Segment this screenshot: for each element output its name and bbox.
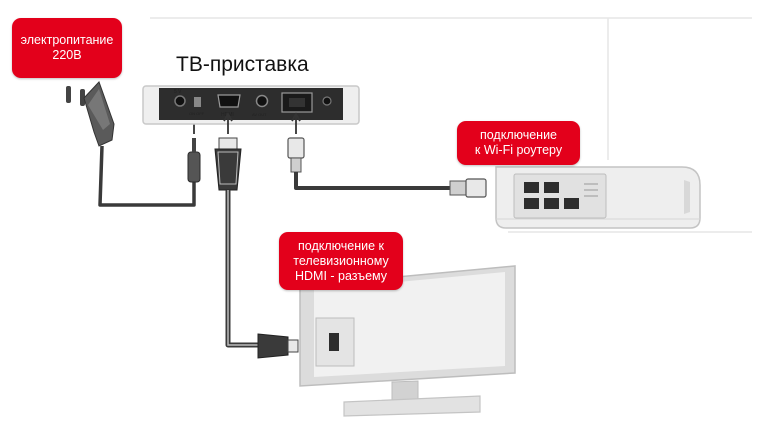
router-port-icon (544, 198, 559, 209)
port-label-av-out: AV OUT (252, 112, 267, 117)
port-label-onoff: ON OFF (189, 111, 205, 116)
port-label-power: 5 V (174, 89, 182, 95)
hdmi-arrow (223, 112, 233, 134)
ethernet-arrow (291, 112, 301, 134)
callout-hdmi-line-1: подключение к (298, 238, 384, 253)
ethernet-plug-top (287, 137, 305, 173)
av-out-port-icon (255, 94, 269, 108)
tv (299, 265, 516, 417)
hdmi-cable (225, 190, 262, 348)
power-port-icon (174, 95, 186, 107)
background-lines (150, 17, 752, 233)
callout-power-line-1: электропитание (20, 33, 114, 47)
callout-wifi-line-1: подключение (479, 128, 558, 142)
power-cable (98, 145, 196, 207)
callout-hdmi-line-3: HDMI - разъему (294, 268, 388, 283)
hdmi-plug-bottom (257, 333, 299, 359)
reset-icon (322, 96, 332, 106)
hdmi-port-icon (217, 94, 241, 108)
set-top-box: 5 V ON OFF HDMI AV OUT (142, 85, 360, 125)
callout-power: электропитание 220В (12, 18, 122, 78)
router-port-icon (524, 198, 539, 209)
power-adapter (66, 81, 115, 147)
power-plug (187, 138, 201, 183)
ethernet-plug-router (449, 178, 487, 198)
ethernet-cable (294, 172, 452, 190)
router-port-icon (564, 198, 579, 209)
tv-hdmi-port-icon (329, 333, 339, 351)
device-title: ТВ-приставка (176, 53, 309, 76)
router (495, 166, 701, 229)
callout-wifi-router: подключение к Wi-Fi роутеру (457, 121, 580, 165)
hdmi-plug-top (214, 137, 242, 191)
callout-power-line-2: 220В (52, 48, 82, 62)
callout-wifi-line-2: к Wi-Fi роутеру (474, 143, 563, 157)
power-switch-icon (194, 97, 201, 107)
router-port-icon (544, 182, 559, 193)
router-port-icon (524, 182, 539, 193)
callout-hdmi-line-2: телевизионному (293, 253, 389, 268)
callout-hdmi: подключение к телевизионному HDMI - разъ… (279, 232, 403, 290)
